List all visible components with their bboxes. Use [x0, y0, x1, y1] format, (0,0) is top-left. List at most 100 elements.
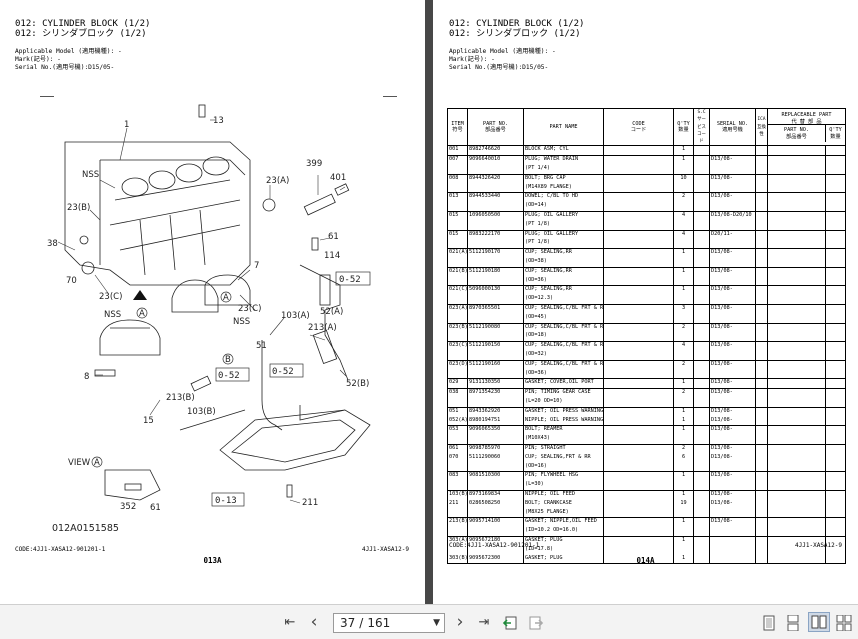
cell-part-name: NIPPLE; OIL FEED: [523, 489, 604, 500]
cell-sc: [693, 341, 710, 352]
cell-rep-part-no: [767, 155, 826, 166]
cell-rep-qty: [825, 535, 846, 546]
cell-qty: [673, 527, 694, 537]
cell-part-no: [467, 351, 524, 361]
cell-sc: [693, 332, 710, 342]
cell-ica: [755, 332, 768, 342]
cell-serial: D13/08-: [709, 248, 756, 259]
parts-table: ITEM 符号 PART NO. 部品番号 PART NAME CODE コード…: [447, 107, 846, 565]
cell-sc: [693, 304, 710, 314]
cell-item: 023(A): [447, 304, 468, 314]
table-row: (PT 1/4): [447, 165, 846, 175]
viewer-toolbar: ⇤ ‹ 37 / 161 ▼ › ⇥: [0, 604, 858, 639]
cell-part-no: [467, 295, 524, 305]
table-row: (ID=17.8): [447, 545, 846, 555]
cell-serial: D13/08-: [709, 266, 756, 277]
cell-part-name: (OD=16): [523, 462, 604, 472]
cell-rep-qty: [825, 202, 846, 212]
cell-part-name: (OD=32): [523, 351, 604, 361]
cell-rep-part-no: [767, 220, 826, 231]
single-page-view-icon[interactable]: [762, 615, 776, 631]
table-row: (M8X25 FLANGE): [447, 508, 846, 518]
cell-sc: [693, 276, 710, 286]
first-page-icon[interactable]: ⇤: [284, 614, 296, 630]
cell-part-name: (OD=36): [523, 369, 604, 379]
last-page-icon[interactable]: ⇥: [478, 614, 490, 630]
cell-part-name: GASKET; OIL PRESS WARNING SW,C/BL: [523, 406, 604, 417]
cell-part-no: 5112190170: [467, 248, 524, 259]
title-jp: 012: シリンダブロック (1/2): [15, 29, 147, 39]
cell-rep-part-no: [767, 192, 826, 203]
cell-rep-part-no: [767, 351, 826, 361]
cell-part-no: 8980194751: [467, 416, 524, 426]
next-page-icon[interactable]: ›: [456, 612, 464, 632]
meta-mark: Mark(記号): -: [15, 56, 61, 63]
forward-history-icon[interactable]: [528, 615, 544, 631]
cell-rep-qty: [825, 155, 846, 166]
table-row: (OD=14): [447, 202, 846, 212]
cell-rep-qty: [825, 499, 846, 509]
cell-rep-part-no: [767, 211, 826, 221]
cell-item: 038: [447, 388, 468, 398]
cell-ica: [755, 369, 768, 379]
cell-rep-part-no: [767, 322, 826, 333]
cell-part-name: (M10X43): [523, 435, 604, 445]
cell-item: [447, 183, 468, 193]
cell-ica: [755, 398, 768, 408]
two-page-continuous-icon[interactable]: [836, 615, 852, 631]
cell-part-name: CUP; SEALING,C/BL FRT & RR: [523, 359, 604, 370]
cell-qty: [673, 545, 694, 555]
callout-52b: 52(B): [346, 379, 369, 389]
cell-rep-part-no: [767, 369, 826, 379]
page-number-select[interactable]: 37 / 161 ▼: [333, 613, 445, 633]
cell-rep-part-no: [767, 453, 826, 463]
cell-sc: [693, 248, 710, 259]
cell-serial: [709, 545, 756, 555]
cell-rep-part-no: [767, 145, 826, 156]
cell-serial: [709, 276, 756, 286]
cell-rep-part-no: [767, 295, 826, 305]
cell-code: [603, 332, 674, 342]
continuous-view-icon[interactable]: [786, 615, 800, 631]
cell-part-no: 9095714100: [467, 517, 524, 528]
view-callout: A: [94, 458, 100, 468]
cell-item: [447, 258, 468, 268]
cell-item: 001: [447, 145, 468, 156]
cell-serial: [709, 313, 756, 324]
two-page-view-button[interactable]: [808, 612, 830, 632]
cell-part-name: GASKET; COVER,OIL PORT: [523, 378, 604, 389]
cell-item: 023(B): [447, 322, 468, 333]
cell-ica: [755, 508, 768, 518]
col-rep-qty: Q'TY 数量: [829, 127, 842, 140]
back-history-icon[interactable]: [502, 615, 518, 631]
cell-sc: [693, 517, 710, 528]
cell-item: 213(B): [447, 517, 468, 528]
cell-part-no: 8944326420: [467, 173, 524, 184]
crop-mark: [40, 96, 54, 97]
cell-rep-qty: [825, 258, 846, 268]
cell-sc: [693, 398, 710, 408]
figure-id: 012A0151585: [52, 523, 119, 534]
cell-qty: 4: [673, 229, 694, 240]
cell-serial: [709, 351, 756, 361]
cell-item: [447, 369, 468, 379]
cell-code: [603, 295, 674, 305]
cell-qty: [673, 258, 694, 268]
cell-rep-part-no: [767, 517, 826, 528]
cell-rep-qty: [825, 173, 846, 184]
cell-rep-part-no: [767, 165, 826, 175]
cell-rep-part-no: [767, 462, 826, 472]
table-row: (L=30): [447, 481, 846, 491]
cell-part-name: PIN; STRAIGHT: [523, 443, 604, 454]
callout-7: 7: [254, 261, 259, 271]
prev-page-icon[interactable]: ‹: [310, 612, 318, 632]
cell-code: [603, 545, 674, 555]
cell-part-name: (OD=14): [523, 202, 604, 212]
cell-part-name: (M14X89 FLANGE): [523, 183, 604, 193]
cell-qty: [673, 239, 694, 249]
cell-rep-qty: [825, 517, 846, 528]
